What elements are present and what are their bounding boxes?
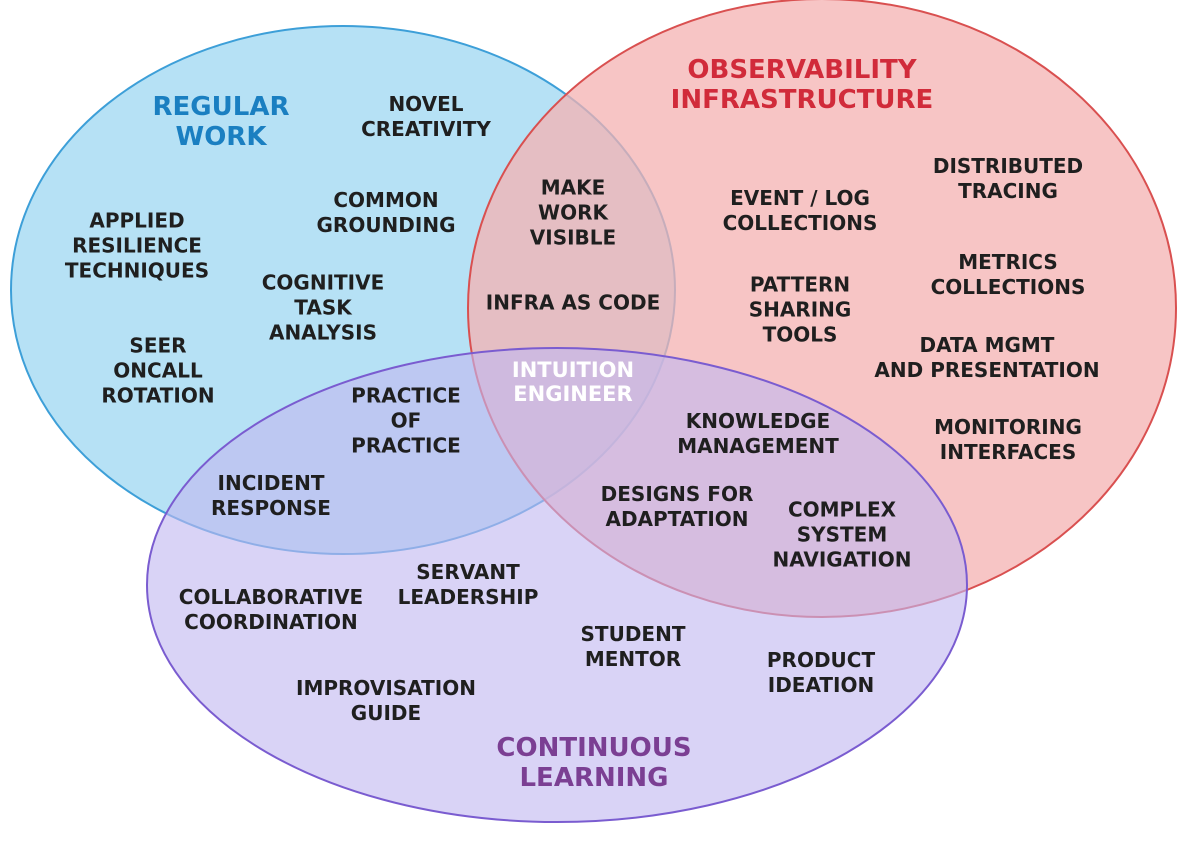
continuous-learning-circle (146, 347, 968, 823)
infra-as-code-label: INFRA AS CODE (485, 290, 661, 315)
